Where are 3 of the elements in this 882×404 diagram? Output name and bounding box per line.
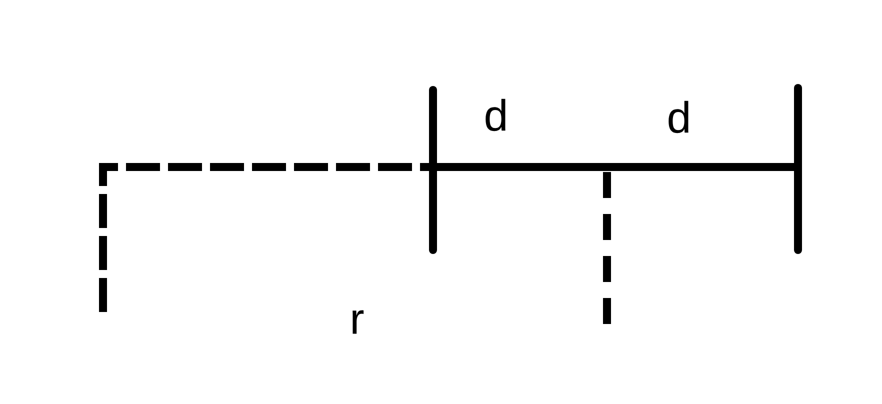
dimension-label: d (668, 100, 688, 134)
dimension-label: d (486, 98, 506, 132)
dimension-label: r (352, 310, 364, 334)
